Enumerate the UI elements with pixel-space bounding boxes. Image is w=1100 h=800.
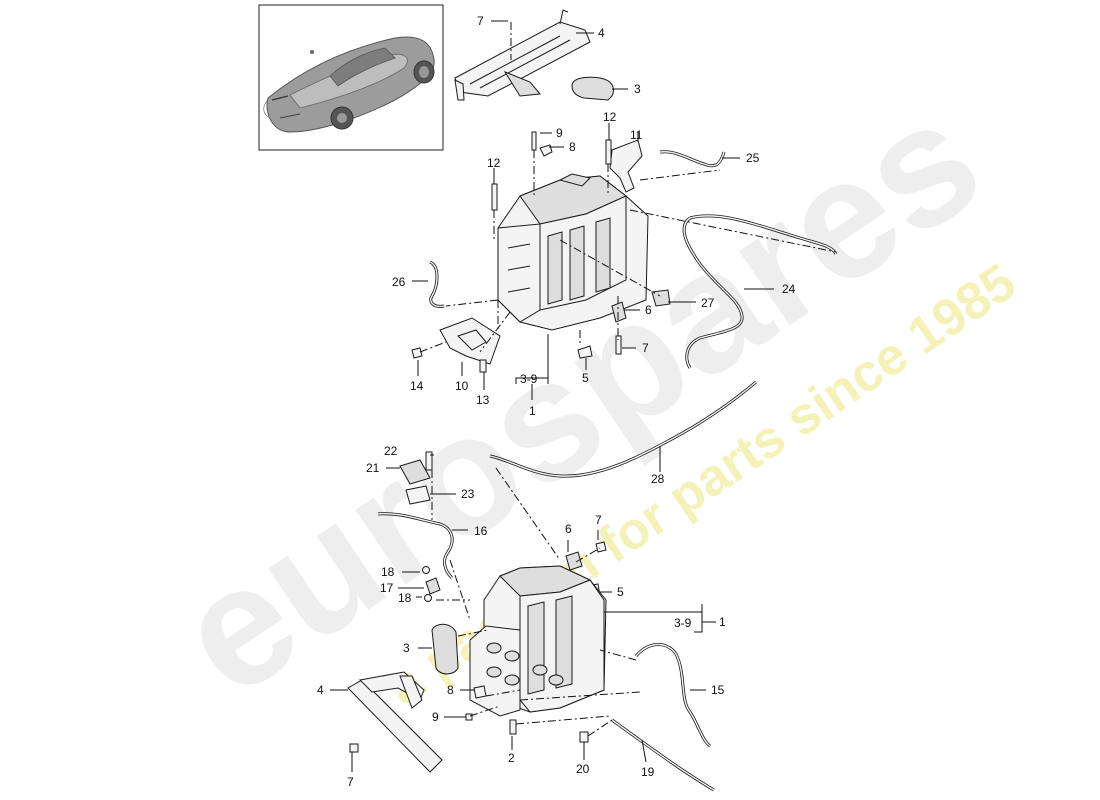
part-23-mount bbox=[405, 485, 431, 505]
part-4-rail-bottom bbox=[347, 671, 443, 773]
callout-8-top: 8 bbox=[569, 140, 576, 154]
part-18-nut-b bbox=[424, 594, 432, 602]
callout-2: 2 bbox=[508, 751, 515, 765]
callout-11: 11 bbox=[630, 128, 643, 142]
part-7-bolt bbox=[615, 335, 622, 355]
callout-4-top: 4 bbox=[598, 26, 605, 40]
part-2-bolt bbox=[509, 719, 517, 735]
top-housing bbox=[497, 173, 649, 331]
callout-numbers: 7 4 3 12 9 8 11 25 12 26 24 27 6 7 14 10… bbox=[317, 14, 796, 789]
part-15-hose bbox=[634, 643, 712, 748]
callout-7-bottom-right: 7 bbox=[595, 513, 602, 527]
callout-10: 10 bbox=[455, 379, 469, 393]
callout-7-mid: 7 bbox=[642, 341, 649, 355]
callout-6-bottom: 6 bbox=[565, 522, 572, 536]
part-7-bolt-b bbox=[595, 541, 607, 553]
callout-15: 15 bbox=[711, 683, 725, 697]
part-3-cap bbox=[571, 76, 614, 101]
callout-7-top: 7 bbox=[477, 14, 484, 28]
callout-21: 21 bbox=[366, 461, 380, 475]
vehicle-thumbnail bbox=[258, 4, 444, 151]
part-7-bolt-d bbox=[349, 743, 359, 753]
callout-12-top-left: 12 bbox=[487, 156, 501, 170]
callout-3-top: 3 bbox=[634, 82, 641, 96]
part-11-bracket bbox=[609, 139, 643, 193]
part-10-bracket bbox=[439, 317, 501, 365]
callout-23: 23 bbox=[461, 487, 475, 501]
part-8-clip-b bbox=[473, 685, 487, 699]
callout-1-top: 1 bbox=[529, 404, 536, 418]
part-3-cap-b bbox=[431, 623, 459, 675]
part-14-nut bbox=[411, 347, 423, 359]
callout-3-9-bottom: 3-9 bbox=[674, 616, 692, 630]
part-12-bolt-a bbox=[491, 183, 498, 211]
part-9-bolt bbox=[531, 131, 537, 151]
bottom-assembly bbox=[347, 565, 715, 792]
callout-5-top: 5 bbox=[582, 371, 589, 385]
part-27-connector bbox=[651, 289, 671, 307]
callout-20: 20 bbox=[576, 762, 590, 776]
callout-9-top: 9 bbox=[556, 126, 563, 140]
callout-19: 19 bbox=[641, 765, 655, 779]
callout-26: 26 bbox=[392, 275, 406, 289]
part-13-bolt bbox=[479, 359, 487, 373]
callout-24: 24 bbox=[782, 282, 796, 296]
callout-25: 25 bbox=[746, 151, 760, 165]
car-illustration bbox=[263, 36, 435, 133]
callout-18-lower: 18 bbox=[398, 591, 412, 605]
callout-7-bottom-left: 7 bbox=[347, 775, 354, 789]
part-6-sensor-b bbox=[565, 551, 583, 571]
callout-27: 27 bbox=[701, 296, 715, 310]
part-17-clamp bbox=[425, 577, 441, 595]
leader-lines bbox=[330, 20, 774, 772]
callout-3-9-top: 3-9 bbox=[520, 372, 538, 386]
callout-1-bottom: 1 bbox=[719, 615, 726, 629]
part-20-bolt bbox=[579, 731, 589, 743]
part-12-bolt-b bbox=[605, 139, 612, 165]
part-5-seal bbox=[577, 345, 593, 359]
top-assembly bbox=[411, 9, 838, 373]
callout-3-bottom: 3 bbox=[403, 641, 410, 655]
callout-18-upper: 18 bbox=[381, 565, 395, 579]
part-21-bracket bbox=[399, 459, 431, 485]
callout-9-bottom: 9 bbox=[432, 710, 439, 724]
callout-5-bottom: 5 bbox=[617, 585, 624, 599]
callout-22: 22 bbox=[384, 444, 398, 458]
callout-12-top-right: 12 bbox=[603, 110, 617, 124]
part-8-clip bbox=[539, 144, 553, 157]
part-4-top-rail bbox=[454, 9, 591, 101]
callout-4-bottom: 4 bbox=[317, 683, 324, 697]
callout-17: 17 bbox=[380, 581, 394, 595]
callout-16: 16 bbox=[474, 524, 488, 538]
callout-8-bottom: 8 bbox=[447, 683, 454, 697]
callout-13: 13 bbox=[476, 393, 490, 407]
part-18-nut-a bbox=[422, 566, 430, 574]
middle-parts bbox=[377, 380, 757, 602]
dash-lines bbox=[419, 22, 837, 737]
part-6-sensor bbox=[611, 301, 627, 323]
callout-6-top: 6 bbox=[645, 303, 652, 317]
callout-14: 14 bbox=[410, 379, 424, 393]
part-9-bolt-b bbox=[465, 713, 473, 721]
callout-28: 28 bbox=[651, 472, 665, 486]
part-25-pipe bbox=[659, 150, 726, 168]
